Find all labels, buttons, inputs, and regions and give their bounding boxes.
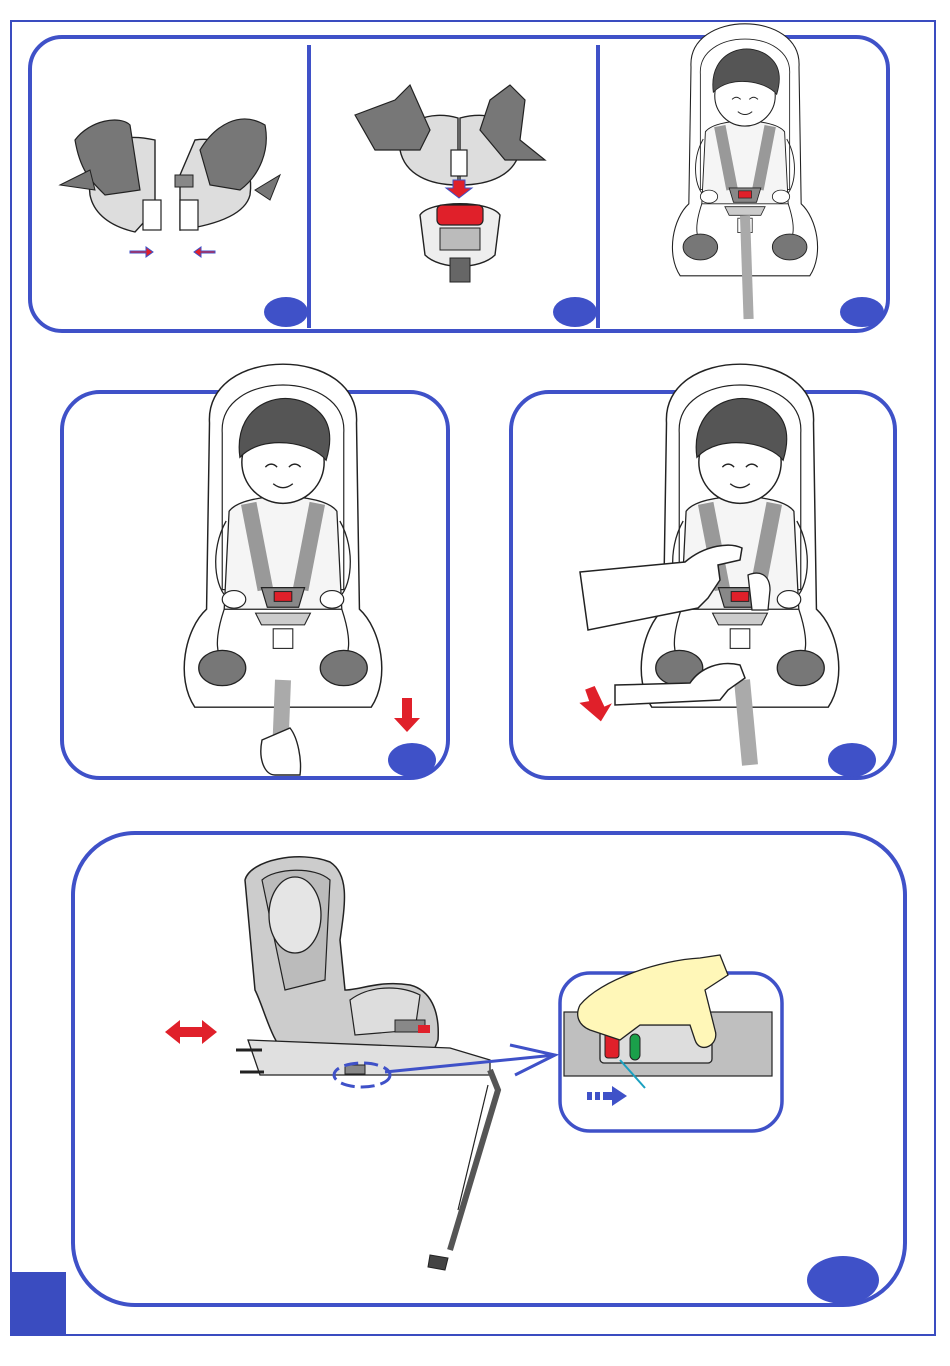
step-badge bbox=[264, 297, 308, 327]
panel-child-buckled bbox=[672, 24, 817, 319]
panel-pull-adjuster-strap bbox=[62, 364, 448, 778]
panel-isofix-release bbox=[73, 833, 905, 1305]
panel-check-harness-tension bbox=[511, 364, 895, 778]
green-lock-indicator bbox=[630, 1034, 640, 1060]
step-badge bbox=[828, 743, 876, 777]
step-badge bbox=[388, 743, 436, 777]
step-badge bbox=[553, 297, 597, 327]
step-badge bbox=[807, 1256, 879, 1304]
panel-top-row bbox=[30, 24, 888, 331]
release-detail-inset bbox=[560, 955, 782, 1131]
step-badge bbox=[840, 297, 884, 327]
